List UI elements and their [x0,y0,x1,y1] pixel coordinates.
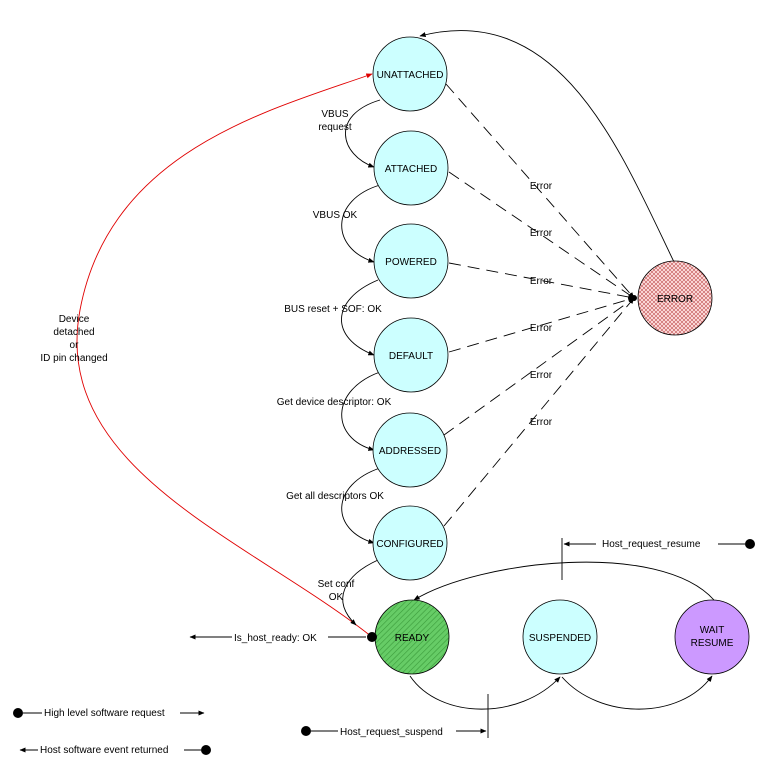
edge-default-error [448,297,635,353]
set-conf-label-1: Set conf [318,579,355,590]
detached-label-4: ID pin changed [40,353,107,364]
error-label: Error [530,417,553,428]
state-wait-resume: WAIT RESUME [674,599,750,675]
transition-labels: VBUS request VBUS OK BUS reset + SOF: OK… [40,109,552,603]
error-label: Error [530,228,553,239]
state-label: ADDRESSED [379,446,441,457]
edge-unattached-attached [345,99,381,168]
edge-addressed-error [443,297,635,436]
host-request-suspend-label: Host_request_suspend [340,727,443,738]
state-label: UNATTACHED [377,70,444,81]
state-label: ERROR [657,294,693,305]
state-label: CONFIGURED [376,539,443,550]
legend-host-event-returned-label: Host software event returned [40,745,168,756]
edge-configured-ready [342,559,379,626]
state-default: DEFAULT [373,317,449,393]
edge-ready-suspended [409,675,561,710]
state-circle [372,412,448,488]
error-entry-dot [631,295,637,301]
error-edges [443,83,635,527]
chain-edges [341,99,381,626]
edge-powered-default [341,279,379,356]
state-error: ERROR [637,260,713,336]
edge-error-unattached [419,30,675,263]
host-request-resume-label: Host_request_resume [602,539,701,550]
error-label: Error [530,370,553,381]
legend-high-level-request: High level software request [13,708,205,719]
state-attached: ATTACHED [373,130,449,206]
state-label: ATTACHED [385,164,437,175]
host-request-suspend-signal: Host_request_suspend [301,694,489,738]
source-dot [745,539,755,549]
error-label: Error [530,276,553,287]
edge-attached-powered [341,184,381,263]
legend-dot [13,708,23,718]
state-configured: CONFIGURED [372,505,448,581]
state-circle [373,223,449,299]
state-unattached: UNATTACHED [372,36,448,112]
state-suspended: SUSPENDED [522,599,598,675]
state-label: POWERED [385,257,437,268]
edge-addressed-configured [341,467,381,544]
edge-suspended-waitresume [561,675,713,710]
edge-waitresume-ready [413,561,715,601]
state-circle [372,36,448,112]
edge-unattached-error [445,83,635,299]
state-circle [373,130,449,206]
state-circle [637,260,713,336]
state-label: READY [395,633,430,644]
is-host-ready-event: Is_host_ready: OK [189,633,366,644]
legend-dot [201,745,211,755]
edge-configured-error [443,297,635,527]
state-label-line2: RESUME [691,638,734,649]
state-ready: READY [374,599,450,675]
state-circle [372,505,448,581]
state-circle [674,599,750,675]
is-host-ready-label: Is_host_ready: OK [234,633,317,644]
bus-reset-label: BUS reset + SOF: OK [284,304,382,315]
state-circle [522,599,598,675]
set-conf-label-2: OK [329,592,344,603]
get-all-descriptors-label: Get all descriptors OK [286,491,384,502]
vbus-request-label-2: request [318,122,352,133]
ready-event-dot [367,632,377,642]
edge-ready-unattached-detach [76,73,373,638]
detached-label-1: Device [59,314,90,325]
state-circle [373,317,449,393]
state-label-line1: WAIT [700,625,725,636]
detached-label-3: or [70,340,80,351]
host-request-resume-signal: Host_request_resume [561,538,755,580]
legend: High level software request Host softwar… [13,708,211,756]
state-label: SUSPENDED [529,633,591,644]
error-label: Error [530,323,553,334]
detached-label-2: detached [53,327,94,338]
vbus-request-label-1: VBUS [321,109,349,120]
state-label: DEFAULT [389,351,433,362]
error-label: Error [530,181,553,192]
get-device-descriptor-label: Get device descriptor: OK [277,397,392,408]
legend-host-event-returned: Host software event returned [19,745,211,756]
legend-high-level-request-label: High level software request [44,708,165,719]
state-powered: POWERED [373,223,449,299]
vbus-ok-label: VBUS OK [313,210,358,221]
edge-default-addressed [341,371,381,451]
edge-powered-error [448,262,635,300]
state-addressed: ADDRESSED [372,412,448,488]
source-dot [301,726,311,736]
